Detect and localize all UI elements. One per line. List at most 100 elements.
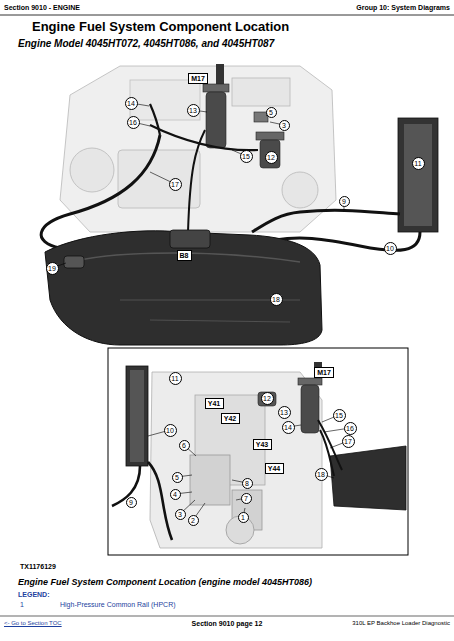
callout-text: 10 [166,427,174,434]
callout-number: 13 [278,406,291,419]
callout-text: 13 [189,107,197,114]
callout-text: 8 [245,480,249,487]
leader-lines [52,103,344,268]
figure-caption: Engine Fuel System Component Location (e… [18,577,312,587]
fuel-tank [330,446,406,510]
callout-number: 3 [279,120,290,131]
callout-number: 1 [238,512,249,523]
callout-text: 4 [173,491,177,498]
engine-pulley [282,172,318,208]
callout-text: M17 [191,75,205,82]
page-number: Section 9010 page 12 [192,620,263,628]
callout-number: 17 [342,435,355,448]
fuel-filter [258,392,276,406]
figure-id: TX1176129 [20,563,56,571]
fuel-cooler [126,366,148,466]
callout-text: 6 [182,442,186,449]
header-text: Group 10: System Diagrams [356,4,450,12]
callout-text: 14 [284,424,292,431]
fuel-hose [188,130,205,232]
callout-number: 14 [282,421,295,434]
callout-number: 9 [126,497,137,508]
fuel-tank [45,231,322,345]
fuel-filter [260,140,280,168]
callout-number: 4 [170,489,181,500]
component-tag: Y44 [265,463,284,474]
callout-number: 16 [127,116,140,129]
callout-number: 3 [175,509,186,520]
callout-text: 12 [263,395,271,402]
component-tag: B8 [177,250,192,261]
header-text: Section 9010 - ENGINE [4,4,80,12]
engine-part [118,150,200,208]
callout-text: 7 [244,495,248,502]
callout-number: 2 [188,515,199,526]
callout-text: 17 [171,181,179,188]
callout-text: 16 [346,425,354,432]
header-rule [0,15,454,16]
leader-lines [148,415,350,520]
callout-number: 5 [172,472,183,483]
callout-text: 5 [269,109,273,116]
callout-text: 3 [282,122,286,129]
callout-text: 17 [344,438,352,445]
fuel-hose [148,462,172,540]
callout-text: 11 [414,160,421,167]
callout-text: M17 [317,369,331,376]
component-tag: M17 [314,367,334,378]
callout-number: 10 [164,424,177,437]
component-tag: Y43 [253,439,272,450]
callout-text: 1 [241,514,245,521]
component-tag: M17 [188,73,208,84]
subtitle: Engine Model 4045HT072, 4045HT086, and 4… [18,38,274,50]
callout-number: 11 [412,157,425,170]
callout-number: 18 [315,468,328,481]
callout-number: 8 [242,478,253,489]
filter-head [298,378,322,385]
fuel-hose [252,210,400,232]
page-title: Engine Fuel System Component Location [32,20,289,35]
callout-text: 15 [335,412,343,419]
callout-number: 14 [125,97,138,110]
callout-number: 15 [333,409,346,422]
legend-number: 1 [20,601,24,609]
footer-text: 310L EP Backhoe Loader Diagnostic [352,620,450,627]
callout-text: 13 [280,409,288,416]
cooler-core [404,124,432,226]
fuel-hose [150,125,258,150]
tank-cap [64,256,84,268]
callout-number: 19 [46,262,59,275]
fuel-filter [301,385,319,433]
callout-text: 15 [242,153,250,160]
cooler-core [130,370,144,462]
callout-number: 11 [169,372,182,385]
engine-outline [150,372,322,548]
injection-part [190,455,230,505]
nav-link: <- Go to Section TOC [4,620,62,627]
callout-number: 5 [266,107,277,118]
filter-head [203,84,229,92]
inset-frame [108,348,408,555]
callout-number: 10 [384,242,397,255]
legend-text: High-Pressure Common Rail (HPCR) [60,601,176,609]
callout-text: 18 [272,296,280,303]
callout-number: 9 [339,196,350,207]
component-tag: Y41 [205,398,224,409]
callout-number: 13 [187,104,200,117]
callout-text: 16 [129,119,137,126]
callout-number: 6 [179,440,190,451]
legend-heading: LEGEND: [18,591,50,599]
callout-number: 12 [265,151,278,164]
sensor-body [216,64,224,84]
fuel-filter [206,92,226,148]
callout-text: 2 [191,517,195,524]
engine-part [130,80,200,120]
callout-text: 18 [317,471,325,478]
callout-text: Y41 [208,400,220,407]
tank-sender [170,230,210,248]
callout-number: 15 [240,150,253,163]
callout-text: 19 [48,265,56,272]
